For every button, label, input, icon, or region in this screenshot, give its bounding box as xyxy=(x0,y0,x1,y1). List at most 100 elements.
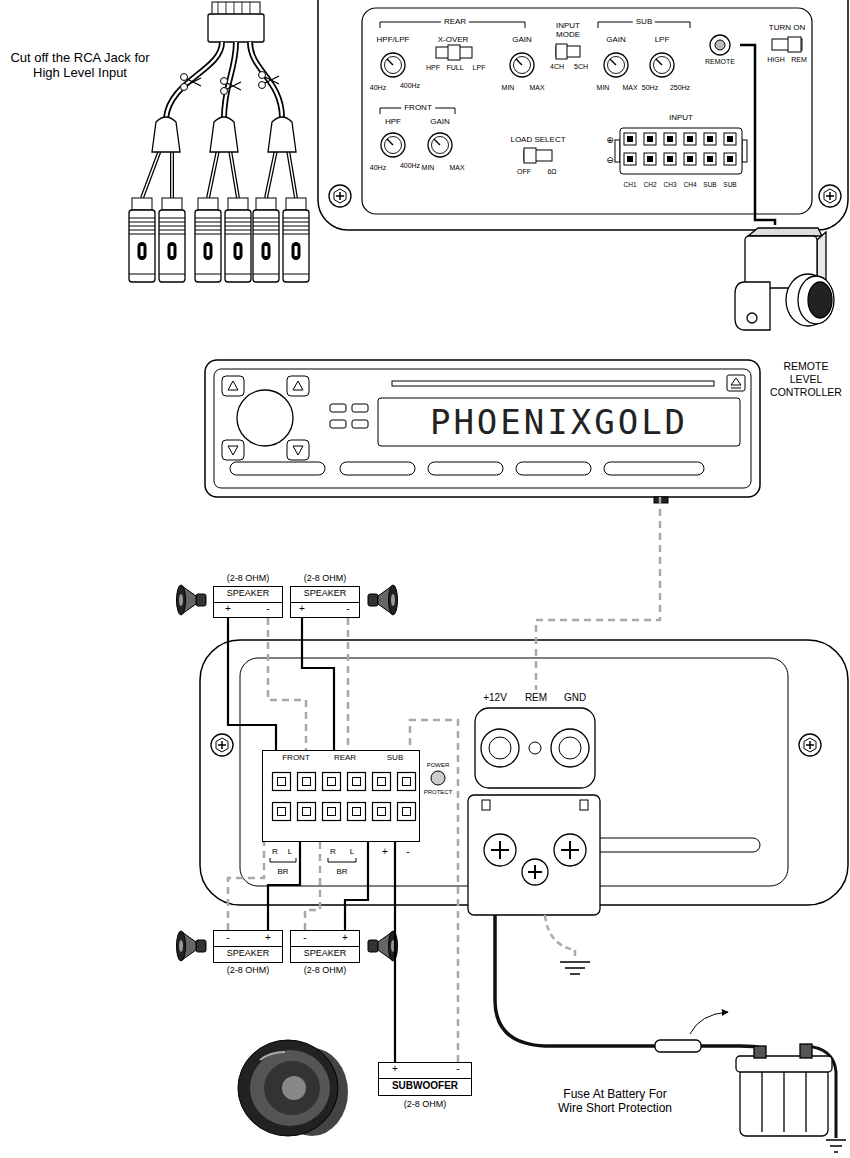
amplifier-top-panel xyxy=(318,0,848,230)
amplifier-top-panel xyxy=(664,133,676,145)
terminal-pin xyxy=(398,773,416,791)
channel-label: R xyxy=(272,847,278,856)
section-label: FRONT xyxy=(401,103,435,112)
node-text: SPEAKER xyxy=(290,588,360,599)
terminal-screw xyxy=(303,778,311,786)
power-wiring xyxy=(690,1012,728,1034)
head-unit-drawing xyxy=(428,462,503,475)
amplifier-top-panel xyxy=(448,45,460,60)
head-unit-drawing xyxy=(731,378,741,388)
amplifier-top-panel xyxy=(620,128,742,174)
terminal-pin xyxy=(398,773,416,791)
pin-label: CH1 xyxy=(623,181,636,188)
amplifier-bottom-panel xyxy=(481,729,519,767)
head-unit-drawing xyxy=(516,462,591,475)
amplifier-top-panel xyxy=(664,153,676,165)
terminal-screw xyxy=(278,808,286,816)
terminal-strip xyxy=(379,1078,471,1079)
control-label: GAIN xyxy=(606,35,626,44)
terminal-pin xyxy=(398,803,416,821)
scale-label: 400Hz xyxy=(400,162,420,170)
bridge-label: BR xyxy=(277,867,288,876)
scale-label: 250Hz xyxy=(670,84,690,92)
node-text: GND xyxy=(555,692,595,704)
terminal-screw xyxy=(328,808,336,816)
head-unit-drawing xyxy=(378,398,740,446)
speaker-icon xyxy=(368,931,398,961)
amplifier-top-panel xyxy=(684,133,696,145)
amplifier-top-panel xyxy=(684,153,696,165)
terminal-pin xyxy=(273,803,291,821)
channel-label: L xyxy=(350,847,354,856)
terminal-pin xyxy=(323,773,341,791)
subwoofer-icon xyxy=(264,1061,320,1115)
terminal-screw xyxy=(353,778,361,786)
battery xyxy=(736,1056,832,1072)
amplifier-bottom-panel xyxy=(489,737,511,759)
power-wiring xyxy=(495,915,846,1152)
head-unit-drawing xyxy=(230,462,325,475)
terminal-pin xyxy=(298,773,316,791)
speaker-terminal-block: FRONTREARSUB xyxy=(262,750,420,842)
rca-harness xyxy=(142,150,296,198)
wire xyxy=(268,842,300,930)
amplifier-top-panel xyxy=(724,153,736,165)
bridge-label: BR xyxy=(336,867,347,876)
box-outline xyxy=(213,930,283,963)
amplifier-top-panel xyxy=(428,133,452,157)
head-unit-drawing xyxy=(340,462,415,475)
amplifier-top-panel xyxy=(624,153,636,165)
node-text: SUB xyxy=(375,753,415,763)
terminal-pin xyxy=(273,803,291,821)
speaker-icon xyxy=(368,585,398,615)
terminal-screw xyxy=(278,778,286,786)
terminal-pin xyxy=(348,773,366,791)
control-label: GAIN xyxy=(512,35,532,44)
terminal-pin xyxy=(373,803,391,821)
speaker-box: SPEAKER(2-8 OHM) xyxy=(290,930,360,977)
head-unit-drawing xyxy=(352,404,368,412)
pin-label: SUB xyxy=(723,181,736,188)
polarity-mark: + xyxy=(392,1063,398,1075)
control-label: TURN ON xyxy=(769,23,805,32)
polarity-mark: ⊖ xyxy=(606,155,614,165)
power-wiring xyxy=(545,915,575,960)
led-label: POWER xyxy=(427,762,450,769)
scale-label: 400Hz xyxy=(400,82,420,90)
scale-label: MAX xyxy=(529,84,544,92)
terminal-pin xyxy=(323,803,341,821)
subwoofer-icon xyxy=(250,1050,330,1126)
power-wiring xyxy=(701,1046,760,1048)
control-label: HPF/LPF xyxy=(377,35,410,44)
amplifier-top-panel xyxy=(715,40,725,50)
amplifier-bottom-panel xyxy=(240,658,788,886)
control-label: X-OVER xyxy=(438,35,469,44)
remote-jack: REMOTE xyxy=(700,33,740,73)
amplifier-top-panel xyxy=(524,148,536,163)
node-text: +12V xyxy=(475,692,515,704)
head-unit-drawing xyxy=(352,420,368,428)
subwoofer-icon xyxy=(238,1040,348,1136)
subwoofer-icon xyxy=(260,1052,285,1060)
node-text: (2-8 OHM) xyxy=(378,1099,472,1110)
rca-harness xyxy=(152,117,296,152)
amplifier-bottom-panel xyxy=(554,834,586,866)
polarity-mark: - xyxy=(456,1063,459,1075)
amplifier-bottom-panel xyxy=(522,859,548,885)
pin-label: CH3 xyxy=(663,181,676,188)
power-wiring xyxy=(495,915,655,1046)
rca-harness xyxy=(181,74,202,91)
rca-harness xyxy=(221,78,242,95)
remote-controller-drawing xyxy=(747,313,757,323)
wire xyxy=(268,618,306,750)
polarity-mark: + xyxy=(225,603,231,615)
subwoofer-icon xyxy=(282,1076,306,1100)
scale-label: MAX xyxy=(449,164,464,172)
head-unit-drawing xyxy=(392,381,714,386)
battery xyxy=(762,1072,806,1132)
power-wiring xyxy=(655,1040,701,1052)
subwoofer-icon xyxy=(238,1040,338,1136)
amplifier-top-panel xyxy=(724,133,736,145)
scale-label: MIN xyxy=(502,84,515,92)
terminal-pin xyxy=(348,803,366,821)
